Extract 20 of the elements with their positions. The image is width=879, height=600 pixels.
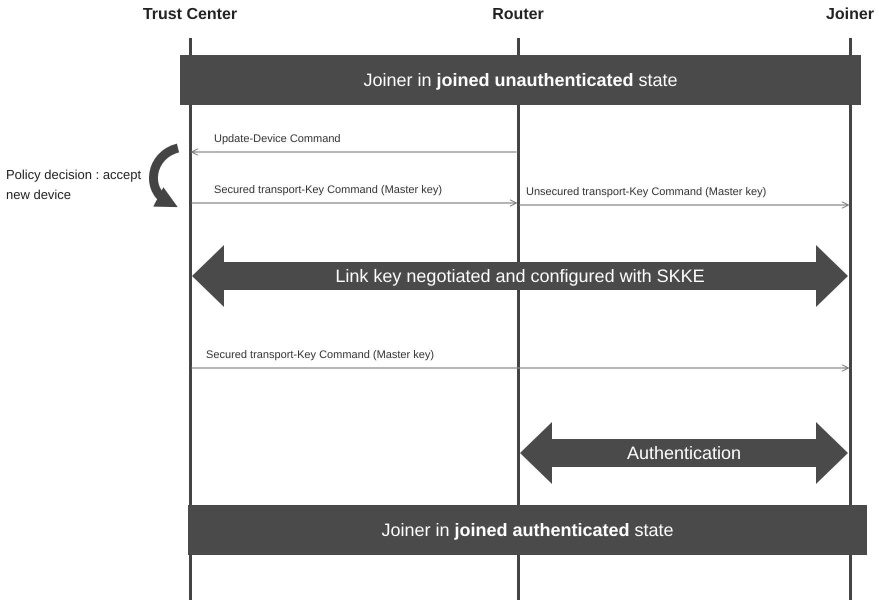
participant-name: Router <box>492 6 544 24</box>
double-arrow <box>192 245 848 307</box>
message-label: Secured transport-Key Command (Master key) <box>212 184 444 196</box>
note-text: Policy decision : accept new device <box>6 166 142 204</box>
participant-name: Joiner <box>826 6 874 24</box>
message-arrow <box>191 148 516 156</box>
participant-name: Trust Center <box>142 6 238 24</box>
state-band <box>188 505 867 555</box>
arrow-label: Link key negotiated and configured with SKKE <box>334 265 706 287</box>
band-text: Joiner in joined unauthenticated state <box>363 70 678 90</box>
state-band <box>180 55 861 105</box>
message-arrow <box>192 199 517 207</box>
message-label: Unsecured transport-Key Command (Master key) <box>524 186 768 198</box>
message-arrow <box>520 201 849 209</box>
message-label: Secured transport-Key Command (Master key) <box>204 349 436 361</box>
band-text: Joiner in joined authenticated state <box>381 520 674 540</box>
double-arrow <box>520 422 848 484</box>
message-label: Update-Device Command <box>212 133 343 145</box>
message-arrow <box>192 364 849 372</box>
arrow-label: Authentication <box>626 442 742 464</box>
